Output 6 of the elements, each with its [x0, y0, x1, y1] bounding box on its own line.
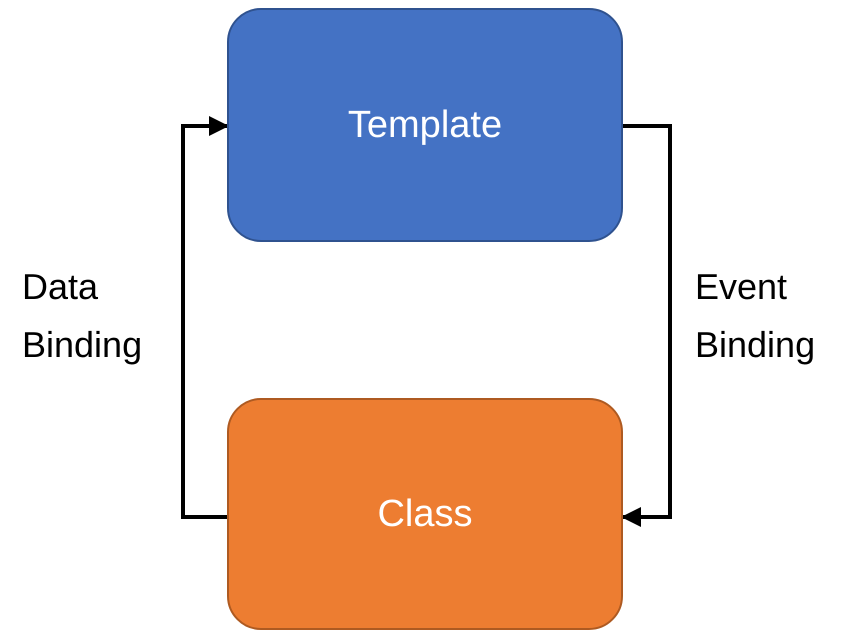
- arrow: [621, 124, 672, 527]
- node-label: Class: [377, 492, 473, 536]
- process-box: [227, 398, 623, 630]
- arrow: [181, 116, 229, 519]
- node-label: Template: [348, 104, 502, 146]
- process-box: [227, 8, 623, 242]
